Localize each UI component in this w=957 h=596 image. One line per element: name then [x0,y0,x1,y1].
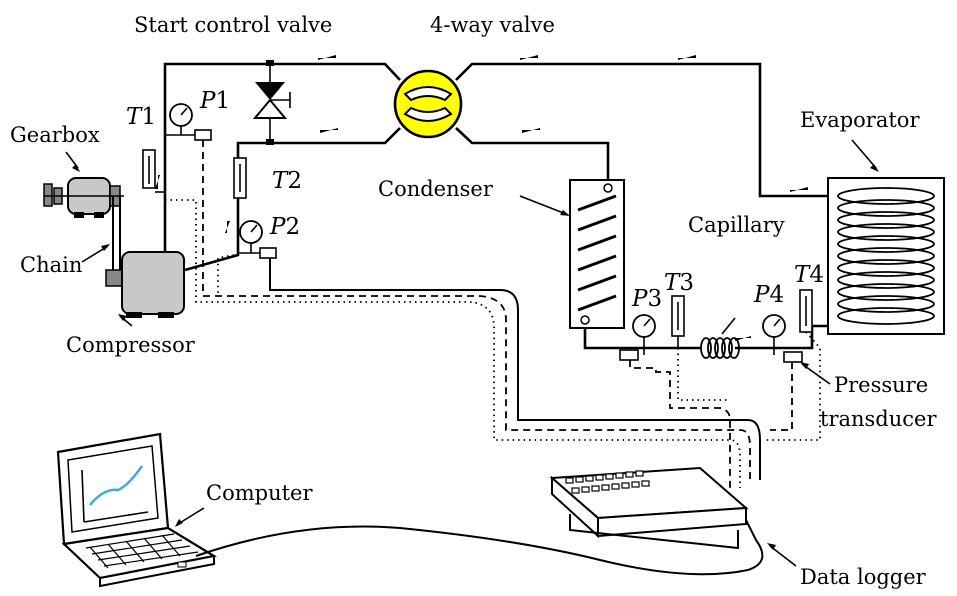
four-way-valve-body [393,69,463,139]
cable-p4 [770,362,793,431]
flow-arrow [735,336,751,341]
flow-arrow [225,221,230,233]
cable-t4 [766,331,821,441]
pipe-4way-to-condenser [455,127,610,186]
pipe-to-4way-left-top [163,62,401,195]
pipe-4way-to-compressor [184,127,401,272]
label-compressor: Compressor [66,333,196,357]
p3-label: P3 [631,286,662,312]
cable-p1 [202,140,751,484]
t2-label: T2 [272,168,302,194]
data-logger [549,466,797,567]
t3-label: T3 [664,270,694,296]
p4-gauge [762,314,803,363]
label-chain: Chain [20,253,82,277]
pipe-condenser-to-capillary [583,320,700,350]
p4-label: P4 [753,282,784,308]
evaporator [827,139,945,335]
flow-arrow [520,55,538,60]
label-gearbox: Gearbox [10,123,100,147]
cable-p3 [629,360,731,488]
start-control-valve [252,60,291,145]
t4-thermometer [799,289,813,333]
t3-thermometer [671,295,685,348]
flow-arrows [155,55,808,341]
label-capillary: Capillary [688,213,785,237]
flow-arrow [320,128,338,133]
computer [56,432,218,588]
compressor [118,251,185,327]
cable-t3 [677,348,730,401]
flow-arrow [678,55,696,60]
signal-cables [165,140,821,488]
condenser [519,179,625,329]
t1-thermometer [142,149,165,193]
label-evaporator: Evaporator [800,108,920,132]
cable-p2 [269,258,761,480]
label-data-logger: Data logger [800,565,927,589]
p2-label: P2 [269,214,300,240]
cable-computer-to-logger [195,519,764,576]
capillary [700,317,740,359]
label-four-way-valve: 4-way valve [430,13,555,37]
p1-gauge [165,103,212,141]
t1-label: T1 [126,104,156,130]
label-pressure-line2: transducer [820,407,937,431]
cable-t1 [165,199,741,488]
flow-arrow [522,128,540,133]
pipe-4way-to-evaporator [455,62,840,198]
flow-arrow [318,55,336,60]
label-condenser: Condenser [378,177,494,201]
p1-label: P1 [199,88,230,114]
gearbox [43,151,124,218]
label-start-control-valve: Start control valve [134,13,332,37]
label-computer: Computer [206,481,313,505]
t2-thermometer [233,157,247,199]
t4-label: T4 [794,262,824,288]
label-pressure-line1: Pressure [834,373,928,397]
p2-gauge [238,220,277,259]
screen-curve [89,465,144,506]
p3-gauge [619,314,656,361]
flow-arrow [790,187,808,192]
four-way-valve [393,69,463,139]
flow-arrow [155,175,160,189]
